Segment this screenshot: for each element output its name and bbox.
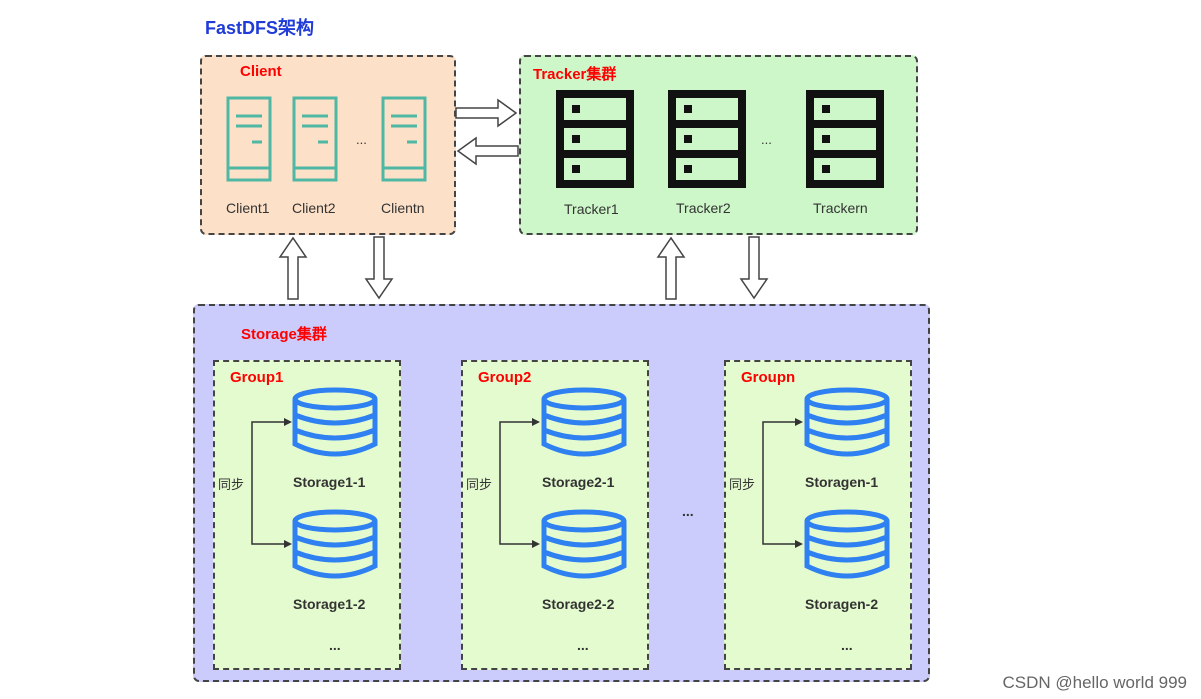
client-label-n: Clientn bbox=[381, 200, 425, 216]
server-icon bbox=[292, 96, 338, 182]
database-icon bbox=[804, 387, 890, 457]
tracker-server-icon bbox=[806, 90, 884, 188]
groups-ellipsis: ... bbox=[682, 503, 694, 519]
tracker-server-icon bbox=[556, 90, 634, 188]
arrow-up-icon bbox=[278, 236, 308, 300]
arrow-right-icon bbox=[455, 98, 518, 128]
server-icon bbox=[226, 96, 272, 182]
client-ellipsis: ... bbox=[356, 132, 367, 147]
server-icon bbox=[381, 96, 427, 182]
group-2-heading: Group2 bbox=[478, 369, 532, 386]
sync-label: 同步 bbox=[729, 474, 756, 493]
tracker-server-icon bbox=[668, 90, 746, 188]
sync-connector-icon bbox=[762, 418, 803, 548]
group-more-ellipsis: ... bbox=[841, 637, 853, 653]
database-icon bbox=[292, 387, 378, 457]
sync-label: 同步 bbox=[218, 474, 245, 493]
sync-connector-icon bbox=[499, 418, 540, 548]
arrow-up-icon bbox=[656, 236, 686, 300]
storage-node-label: Storage1-1 bbox=[293, 474, 366, 490]
storage-heading: Storage集群 bbox=[241, 326, 327, 343]
watermark: CSDN @hello world 999 bbox=[1002, 673, 1187, 692]
group-1-heading: Group1 bbox=[230, 369, 284, 386]
sync-label: 同步 bbox=[466, 474, 493, 493]
client-heading: Client bbox=[240, 63, 282, 80]
client-label-2: Client2 bbox=[292, 200, 336, 216]
arrow-down-icon bbox=[364, 236, 394, 300]
group-n-heading: Groupn bbox=[741, 369, 796, 386]
database-icon bbox=[541, 387, 627, 457]
storage-node-label: Storage1-2 bbox=[293, 596, 366, 612]
arrow-down-icon bbox=[739, 236, 769, 300]
arrow-left-icon bbox=[456, 136, 519, 166]
tracker-label-1: Tracker1 bbox=[564, 201, 619, 217]
client-cluster bbox=[200, 55, 456, 235]
diagram-title: FastDFS架构 bbox=[205, 18, 315, 38]
storage-node-label: Storagen-1 bbox=[805, 474, 879, 490]
database-icon bbox=[804, 509, 890, 579]
storage-node-label: Storage2-1 bbox=[542, 474, 615, 490]
storage-node-label: Storagen-2 bbox=[805, 596, 879, 612]
database-icon bbox=[541, 509, 627, 579]
client-label-1: Client1 bbox=[226, 200, 270, 216]
tracker-label-n: Trackern bbox=[813, 200, 868, 216]
tracker-label-2: Tracker2 bbox=[676, 200, 731, 216]
group-more-ellipsis: ... bbox=[577, 637, 589, 653]
tracker-heading: Tracker集群 bbox=[533, 66, 617, 83]
group-more-ellipsis: ... bbox=[329, 637, 341, 653]
storage-node-label: Storage2-2 bbox=[542, 596, 615, 612]
database-icon bbox=[292, 509, 378, 579]
sync-connector-icon bbox=[251, 418, 292, 548]
tracker-ellipsis: ... bbox=[761, 132, 772, 147]
